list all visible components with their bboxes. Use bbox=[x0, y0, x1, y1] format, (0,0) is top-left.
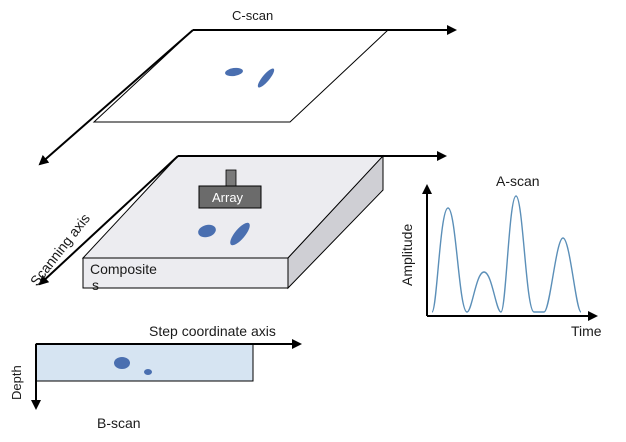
composite-label-line1: Composite bbox=[90, 261, 157, 277]
a-scan-xlabel: Time bbox=[571, 323, 602, 339]
plate-front-face bbox=[82, 257, 289, 289]
a-scan-group: A-scan Amplitude Time bbox=[399, 173, 602, 339]
c-scan-plane bbox=[92, 29, 390, 123]
array-probe-body bbox=[198, 185, 262, 209]
c-scan-defect-2 bbox=[257, 68, 275, 88]
c-scan-defect-1 bbox=[225, 67, 243, 77]
array-probe-stem bbox=[225, 169, 237, 188]
composite-label-line2: s bbox=[92, 277, 99, 293]
b-scan-defect-2 bbox=[144, 369, 152, 375]
c-scan-group: C-scan bbox=[38, 8, 457, 166]
c-scan-diagonal-axis-arrow bbox=[38, 29, 194, 166]
composite-plate-group: Scanning axis Composite s Array bbox=[27, 151, 447, 293]
b-scan-group: Step coordinate axis Depth B-scan bbox=[9, 323, 302, 431]
a-scan-ylabel: Amplitude bbox=[399, 224, 415, 286]
b-scan-defect-1 bbox=[114, 357, 130, 369]
b-scan-region bbox=[35, 343, 254, 382]
a-scan-signal-line bbox=[431, 195, 582, 313]
b-scan-ylabel: Depth bbox=[9, 365, 24, 400]
scanning-axis-diagonal-arrow bbox=[38, 155, 179, 286]
plate-defect-1 bbox=[198, 224, 216, 238]
b-scan-xlabel: Step coordinate axis bbox=[149, 323, 276, 339]
a-scan-title: A-scan bbox=[496, 173, 540, 189]
array-label: Array bbox=[212, 190, 244, 205]
plate-defect-2 bbox=[230, 222, 250, 246]
b-scan-title: B-scan bbox=[97, 415, 141, 431]
c-scan-label: C-scan bbox=[232, 8, 273, 23]
